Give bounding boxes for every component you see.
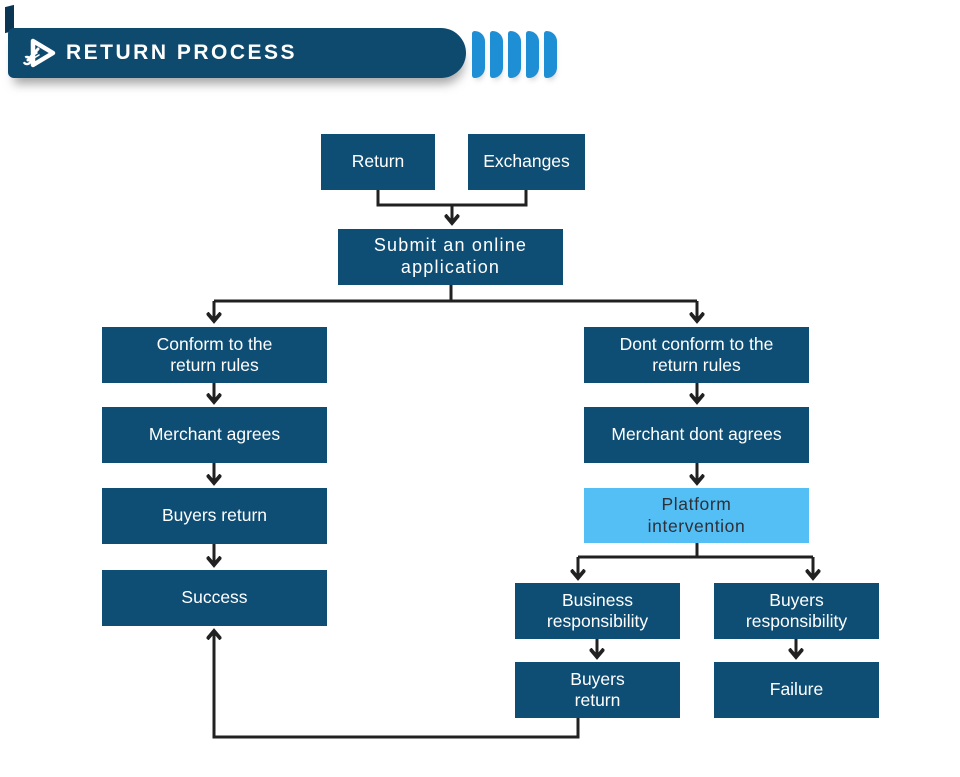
connector-return-exchanges-merge — [376, 190, 528, 207]
banner-accent-blades — [472, 31, 557, 78]
accent-blade — [508, 31, 521, 78]
accent-blade — [490, 31, 503, 78]
node-failure: Failure — [714, 662, 879, 718]
node-merchant-agrees: Merchant agrees — [102, 407, 327, 463]
node-exchanges: Exchanges — [468, 134, 585, 190]
node-buyers-return-again: Buyers return — [515, 662, 680, 718]
play-triangle-wrench-icon — [22, 38, 56, 68]
node-platform-intervention: Platform intervention — [584, 488, 809, 543]
node-business-responsibility: Business responsibility — [515, 583, 680, 639]
node-dont-conform-rules: Dont conform to the return rules — [584, 327, 809, 383]
node-submit-application: Submit an online application — [338, 229, 563, 285]
node-merchant-dont-agrees: Merchant dont agrees — [584, 407, 809, 463]
accent-blade — [544, 31, 557, 78]
header-banner: RETURN PROCESS — [8, 28, 466, 78]
node-buyers-responsibility: Buyers responsibility — [714, 583, 879, 639]
accent-blade — [526, 31, 539, 78]
node-buyers-return: Buyers return — [102, 488, 327, 544]
accent-blade — [472, 31, 485, 78]
node-conform-rules: Conform to the return rules — [102, 327, 327, 383]
page-title: RETURN PROCESS — [66, 41, 298, 64]
node-return: Return — [321, 134, 435, 190]
node-success: Success — [102, 570, 327, 626]
